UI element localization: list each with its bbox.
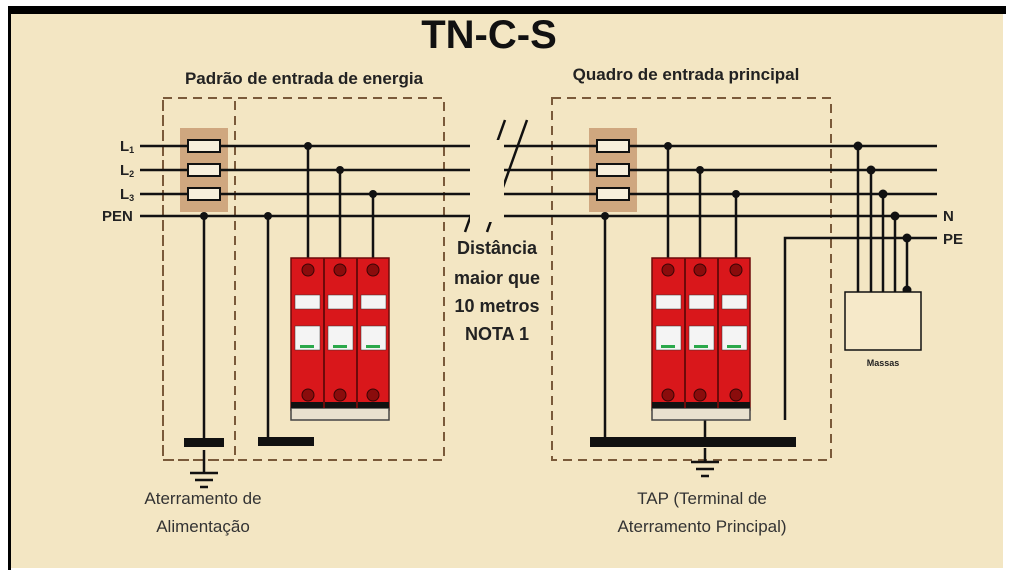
fuses-left [187,139,221,201]
fuse-l2-left [187,163,221,177]
conductor-lines [140,144,937,420]
panel-right-label: Quadro de entrada principal [573,65,800,84]
label-pen: PEN [102,208,133,225]
ground-left-caption-line-1: Aterramento de [144,489,261,508]
left-border [8,6,11,570]
label-l1: L1 [120,138,134,155]
distance-note-line-3: 10 metros [454,296,539,316]
panel-left-label: Padrão de entrada de energia [185,69,424,88]
distance-note-line-2: maior que [454,268,540,288]
distance-note: Distância maior que 10 metros NOTA 1 [454,238,540,344]
ground-symbol-left [190,471,218,489]
right-junction-dots [601,141,912,295]
fuse-l3-right [596,187,630,201]
fuses-right [596,139,630,201]
fuse-l1-right [596,139,630,153]
ground-symbol-right [691,460,719,478]
pe-bar-left [258,437,314,446]
fuse-l2-right [596,163,630,177]
fuse-l1-left [187,139,221,153]
label-l2: L2 [120,162,134,179]
left-junction-dots [200,142,377,220]
surge-protector-right [651,257,751,421]
diagram-title: TN-C-S [421,13,557,57]
panel-right-box [551,97,832,461]
label-n: N [943,208,954,225]
tap-ground-bar [590,437,796,447]
label-l3: L3 [120,186,134,203]
ground-right-caption-line-1: TAP (Terminal de [637,489,767,508]
left-wiring [202,146,375,472]
distance-note-line-4: NOTA 1 [465,324,529,344]
break-gap [470,140,504,222]
distance-note-line-1: Distância [457,238,538,258]
masses-box [844,291,922,351]
right-wiring [603,146,909,462]
top-border [8,6,1006,14]
surge-protector-left [290,257,390,421]
ground-bar-left [184,438,224,447]
ground-left-caption: Aterramento de Alimentação [144,489,261,536]
diagram-background [10,8,1003,568]
panel-left-inner-box [162,97,236,461]
label-pe: PE [943,231,963,248]
pe-line [783,236,937,420]
ground-left-caption-line-2: Alimentação [156,517,250,536]
masses-label: Massas [867,358,900,368]
ground-right-caption: TAP (Terminal de Aterramento Principal) [617,489,786,536]
panel-left-box [162,97,445,461]
ground-right-caption-line-2: Aterramento Principal) [617,517,786,536]
fuse-l3-left [187,187,221,201]
